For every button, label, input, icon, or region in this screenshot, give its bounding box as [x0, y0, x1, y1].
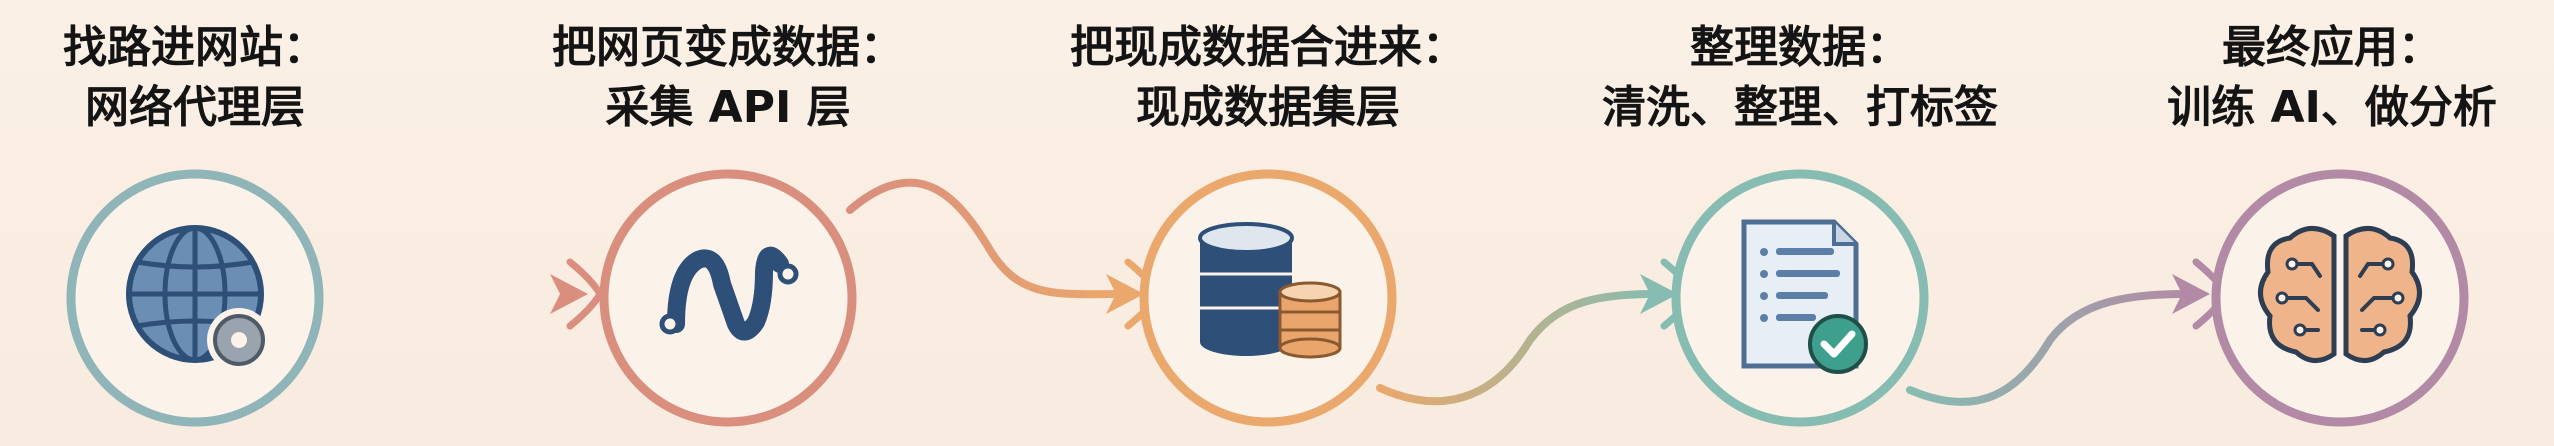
stage-4-subtitle: 清洗、整理、打标签	[1602, 82, 1998, 133]
database-icon	[1198, 222, 1342, 359]
stage-2-label: 把网页变成数据： 采集 API 层	[508, 18, 948, 138]
connector-4-5	[1906, 258, 2231, 406]
stage-5-title: 最终应用：	[2222, 22, 2442, 73]
stage-2-title: 把网页变成数据：	[552, 22, 904, 73]
stage-2-subtitle: 采集 API 层	[605, 82, 851, 133]
stage-4-title: 整理数据：	[1690, 22, 1910, 73]
api-icon	[659, 246, 799, 341]
stage-5-label: 最终应用： 训练 AI、做分析	[2112, 18, 2552, 138]
stage-1-subtitle: 网络代理层	[85, 82, 305, 133]
connector-2-3	[846, 178, 1163, 330]
connector-1-2	[326, 258, 605, 330]
stage-4-label: 整理数据： 清洗、整理、打标签	[1580, 18, 2020, 138]
stage-1-title: 找路进网站：	[63, 22, 327, 73]
stage-5-circle	[2211, 169, 2469, 427]
globe-icon	[126, 225, 271, 372]
connector-3-4	[1376, 258, 1699, 406]
stage-3-title: 把现成数据合进来：	[1070, 22, 1466, 73]
document-check-icon	[1741, 219, 1868, 374]
stage-3-label: 把现成数据合进来： 现成数据集层	[1048, 18, 1488, 138]
brain-icon	[2258, 226, 2422, 363]
stage-5-subtitle: 训练 AI、做分析	[2167, 82, 2497, 133]
stage-1-label: 找路进网站： 网络代理层	[0, 18, 415, 138]
stage-3-subtitle: 现成数据集层	[1136, 82, 1400, 133]
